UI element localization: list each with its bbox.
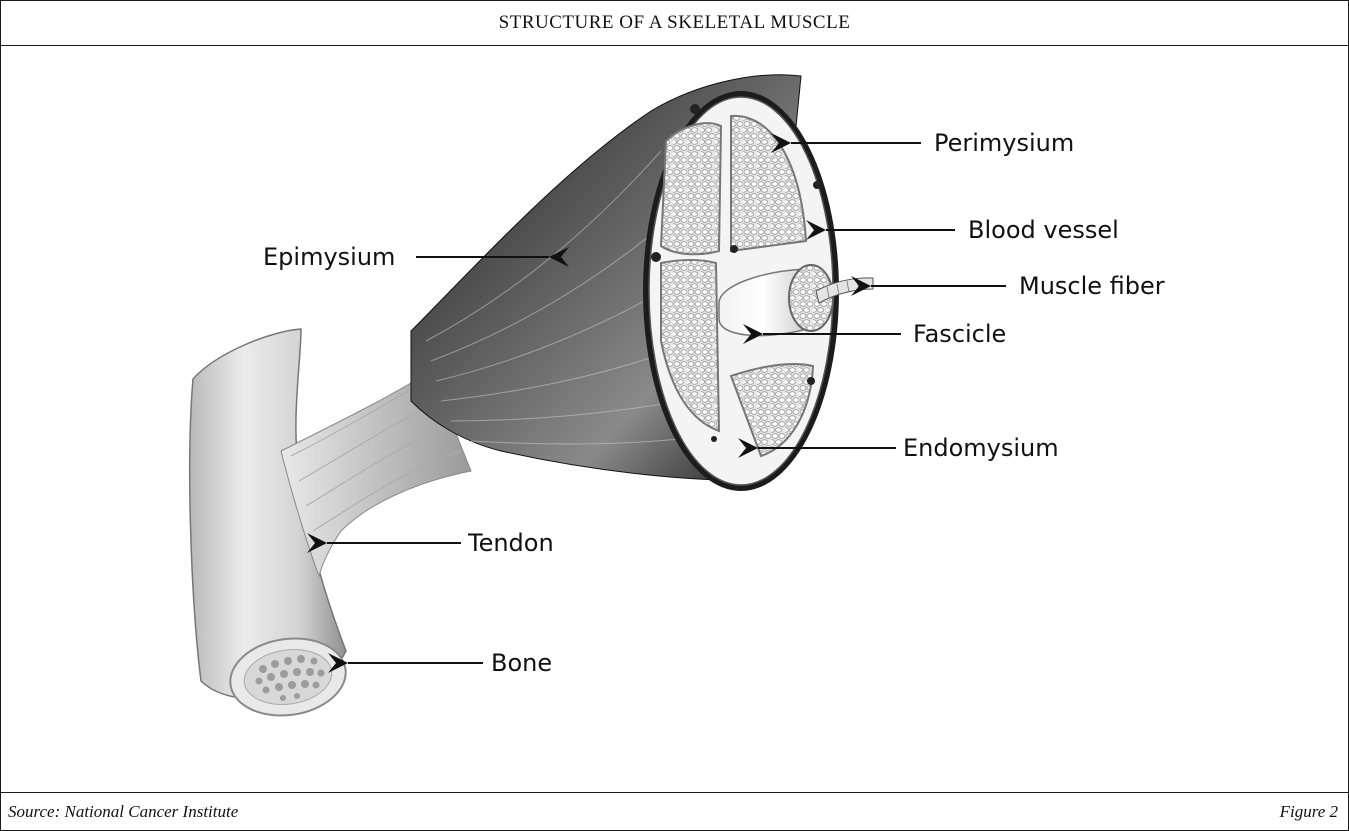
muscle-fiber-label: Muscle fiber bbox=[1019, 272, 1165, 300]
endomysium-label: Endomysium bbox=[903, 434, 1059, 462]
tendon-label: Tendon bbox=[467, 529, 554, 557]
source-caption: Source: National Cancer Institute bbox=[8, 802, 238, 822]
muscle-diagram: Perimysium Blood vessel Epimysium Muscle… bbox=[1, 46, 1348, 791]
figure-footer: Source: National Cancer Institute Figure… bbox=[1, 792, 1348, 831]
blood-vessel-label: Blood vessel bbox=[968, 216, 1119, 244]
figure-title: STRUCTURE OF A SKELETAL MUSCLE bbox=[1, 1, 1348, 46]
muscle-cross-section bbox=[643, 91, 873, 491]
bone-label: Bone bbox=[491, 649, 552, 677]
figure-number: Figure 2 bbox=[1280, 802, 1338, 822]
fascicle-label: Fascicle bbox=[913, 320, 1006, 348]
epimysium-label: Epimysium bbox=[263, 243, 395, 271]
perimysium-label: Perimysium bbox=[934, 129, 1074, 157]
